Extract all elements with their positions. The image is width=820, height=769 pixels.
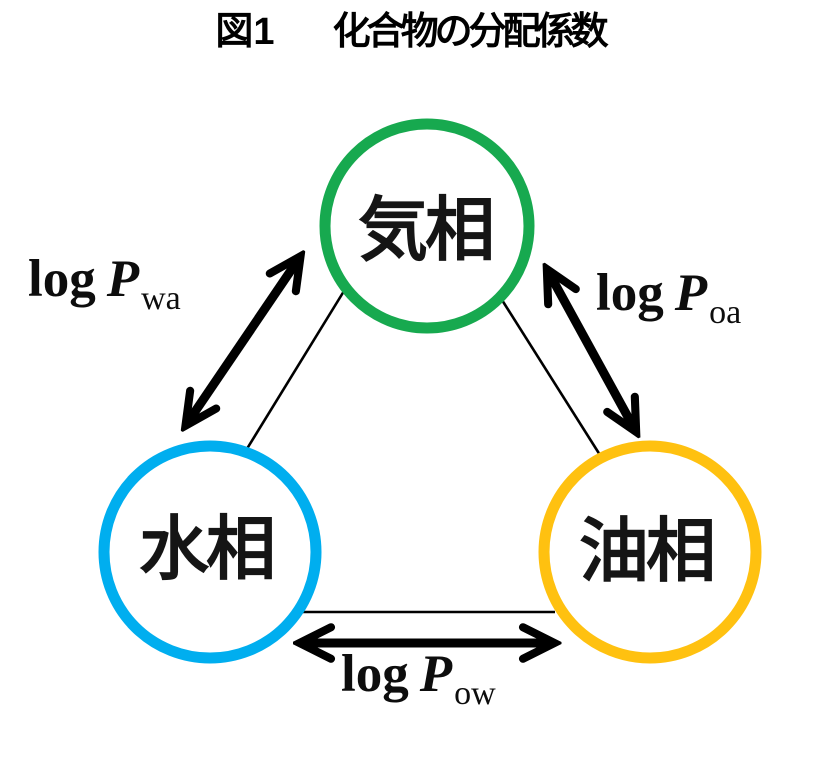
thin-connector-gas-water	[243, 277, 354, 453]
p-symbol: P	[106, 250, 140, 308]
water-phase-label: 水相	[139, 510, 276, 588]
water-phase-circle	[98, 440, 322, 664]
oil-phase-label: 油相	[579, 512, 716, 590]
thin-connector-gas-oil	[500, 299, 602, 456]
subscript-oa: oa	[709, 294, 742, 331]
log-text: log	[28, 250, 96, 308]
arrow-water-gas	[188, 260, 298, 422]
p-symbol: P	[419, 645, 453, 703]
p-symbol: P	[674, 264, 708, 322]
log-text: log	[596, 264, 664, 322]
oil-phase-circle	[538, 440, 762, 664]
subscript-wa: wa	[141, 280, 181, 317]
gas-phase-circle	[319, 118, 535, 334]
log-text: log	[341, 645, 409, 703]
arrow-gas-oil	[549, 273, 634, 428]
figure-title: 図1 化合物の分配係数	[0, 10, 820, 56]
gas-phase-label: 気相	[358, 191, 495, 269]
figure-number: 図1	[215, 11, 275, 53]
figure-title-text: 化合物の分配係数	[332, 11, 609, 53]
subscript-ow: ow	[454, 675, 496, 712]
